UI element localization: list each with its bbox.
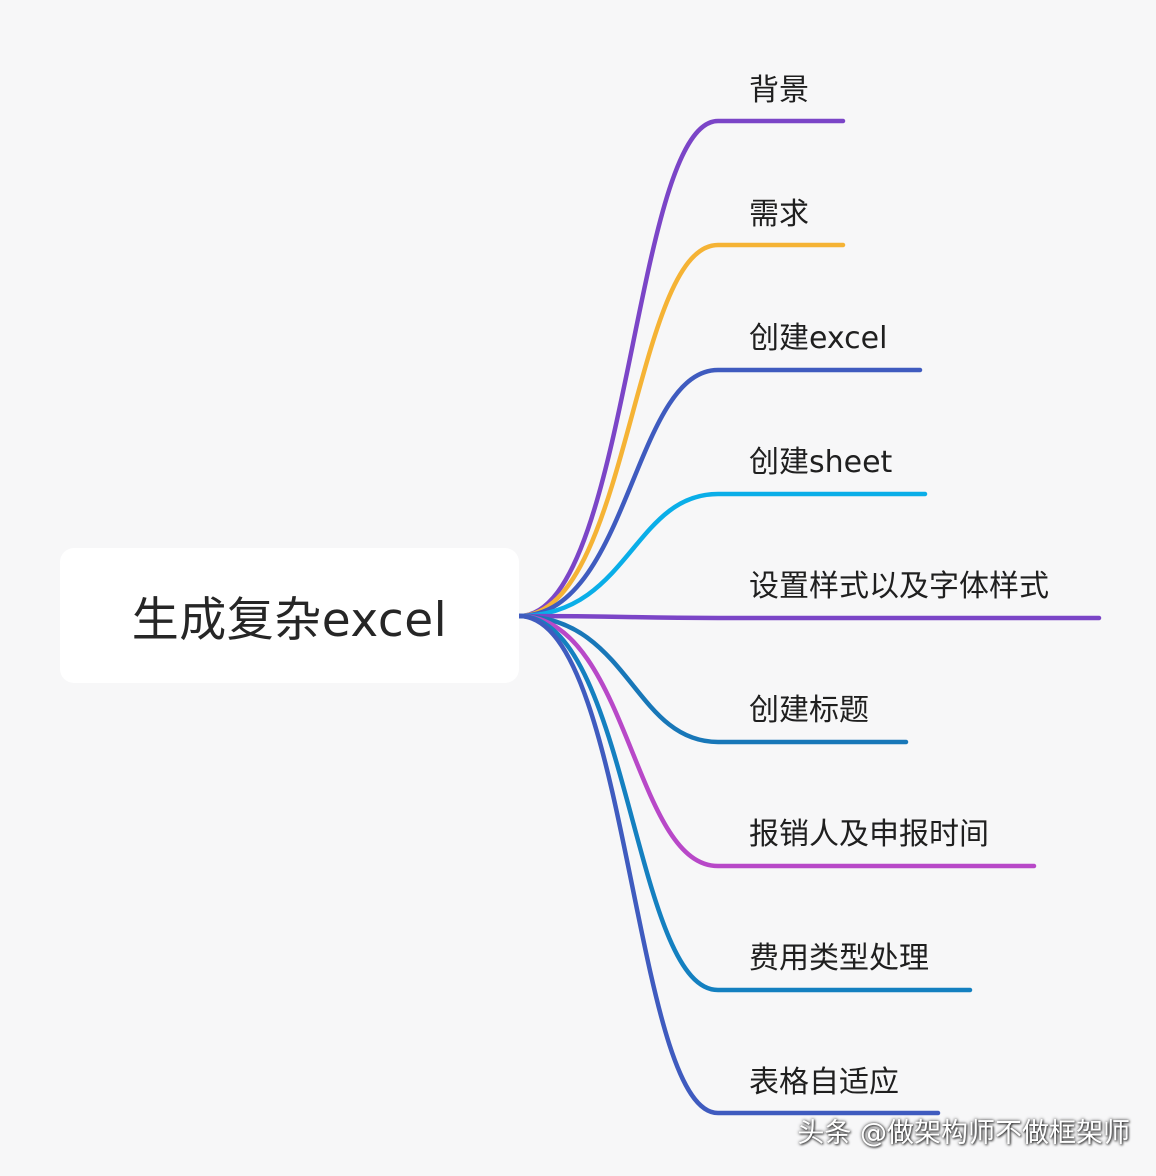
branch-label-table-autofit[interactable]: 表格自适应 [749, 1065, 899, 1100]
connector-2 [516, 367, 923, 619]
branch-label-create-sheet[interactable]: 创建sheet [749, 445, 893, 480]
connector-8 [516, 613, 941, 1116]
connector-5 [516, 613, 909, 745]
root-node[interactable]: 生成复杂excel [60, 548, 519, 683]
branch-label-set-styles[interactable]: 设置样式以及字体样式 [749, 569, 1049, 604]
connector-7 [516, 613, 973, 993]
watermark: 头条 @做架构师不做框架师 [797, 1118, 1130, 1149]
branch-label-reimburser-date[interactable]: 报销人及申报时间 [749, 817, 989, 852]
branch-label-expense-type[interactable]: 费用类型处理 [749, 941, 929, 976]
connector-1 [516, 242, 846, 619]
connector-3 [516, 491, 928, 619]
branch-label-create-title[interactable]: 创建标题 [749, 693, 869, 728]
connector-4 [516, 613, 1102, 621]
connector-0 [516, 118, 846, 619]
root-node-label: 生成复杂excel [131, 593, 448, 648]
branch-label-requirements[interactable]: 需求 [749, 197, 809, 232]
connector-6 [516, 613, 1037, 869]
branch-label-create-excel[interactable]: 创建excel [749, 321, 888, 356]
branch-label-background[interactable]: 背景 [749, 73, 809, 108]
